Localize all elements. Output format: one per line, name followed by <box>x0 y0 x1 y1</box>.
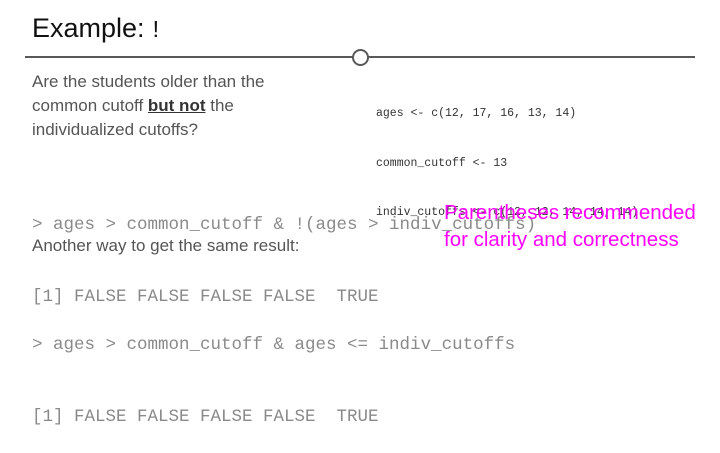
setup-code-line: common_cutoff <- 13 <box>376 156 508 170</box>
setup-code-line: indiv_cutoffs <- c(12, 12, 14, 14, 14) <box>376 206 639 219</box>
question-part1: Are the students older than the common c… <box>32 72 265 115</box>
slide-title-code: ! <box>148 18 163 45</box>
note-line: Parentheses recommended <box>444 201 696 224</box>
note-line: for clarity and correctness <box>444 228 679 251</box>
console-command: > ages > common_cutoff & ages <= indiv_c… <box>32 335 516 355</box>
question-part2: the individualized cutoffs? <box>32 96 234 139</box>
question-emphasis: but not <box>147 96 206 115</box>
slide-title-text: Example: <box>32 13 145 43</box>
slide-title: Example:! <box>32 13 163 45</box>
parentheses-note: Parentheses recommended for clarity and … <box>444 199 696 253</box>
console-command: > ages > common_cutoff & !(ages > indiv_… <box>32 215 537 235</box>
setup-code-line: ages <- c(12, 17, 16, 13, 14) <box>376 107 577 120</box>
question-text: Are the students older than the common c… <box>32 70 292 142</box>
console-example-1: > ages > common_cutoff & !(ages > indiv_… <box>32 165 536 333</box>
divider-circle-icon <box>352 49 369 66</box>
setup-code-block: ages <- c(12, 17, 16, 13, 14) common_cut… <box>376 73 638 238</box>
console-example-2: > ages > common_cutoff & ages <= indiv_c… <box>32 285 515 453</box>
console-output: [1] FALSE FALSE FALSE FALSE TRUE <box>32 287 379 307</box>
console-output: [1] FALSE FALSE FALSE FALSE TRUE <box>32 407 379 427</box>
alternative-heading: Another way to get the same result: <box>32 236 300 255</box>
